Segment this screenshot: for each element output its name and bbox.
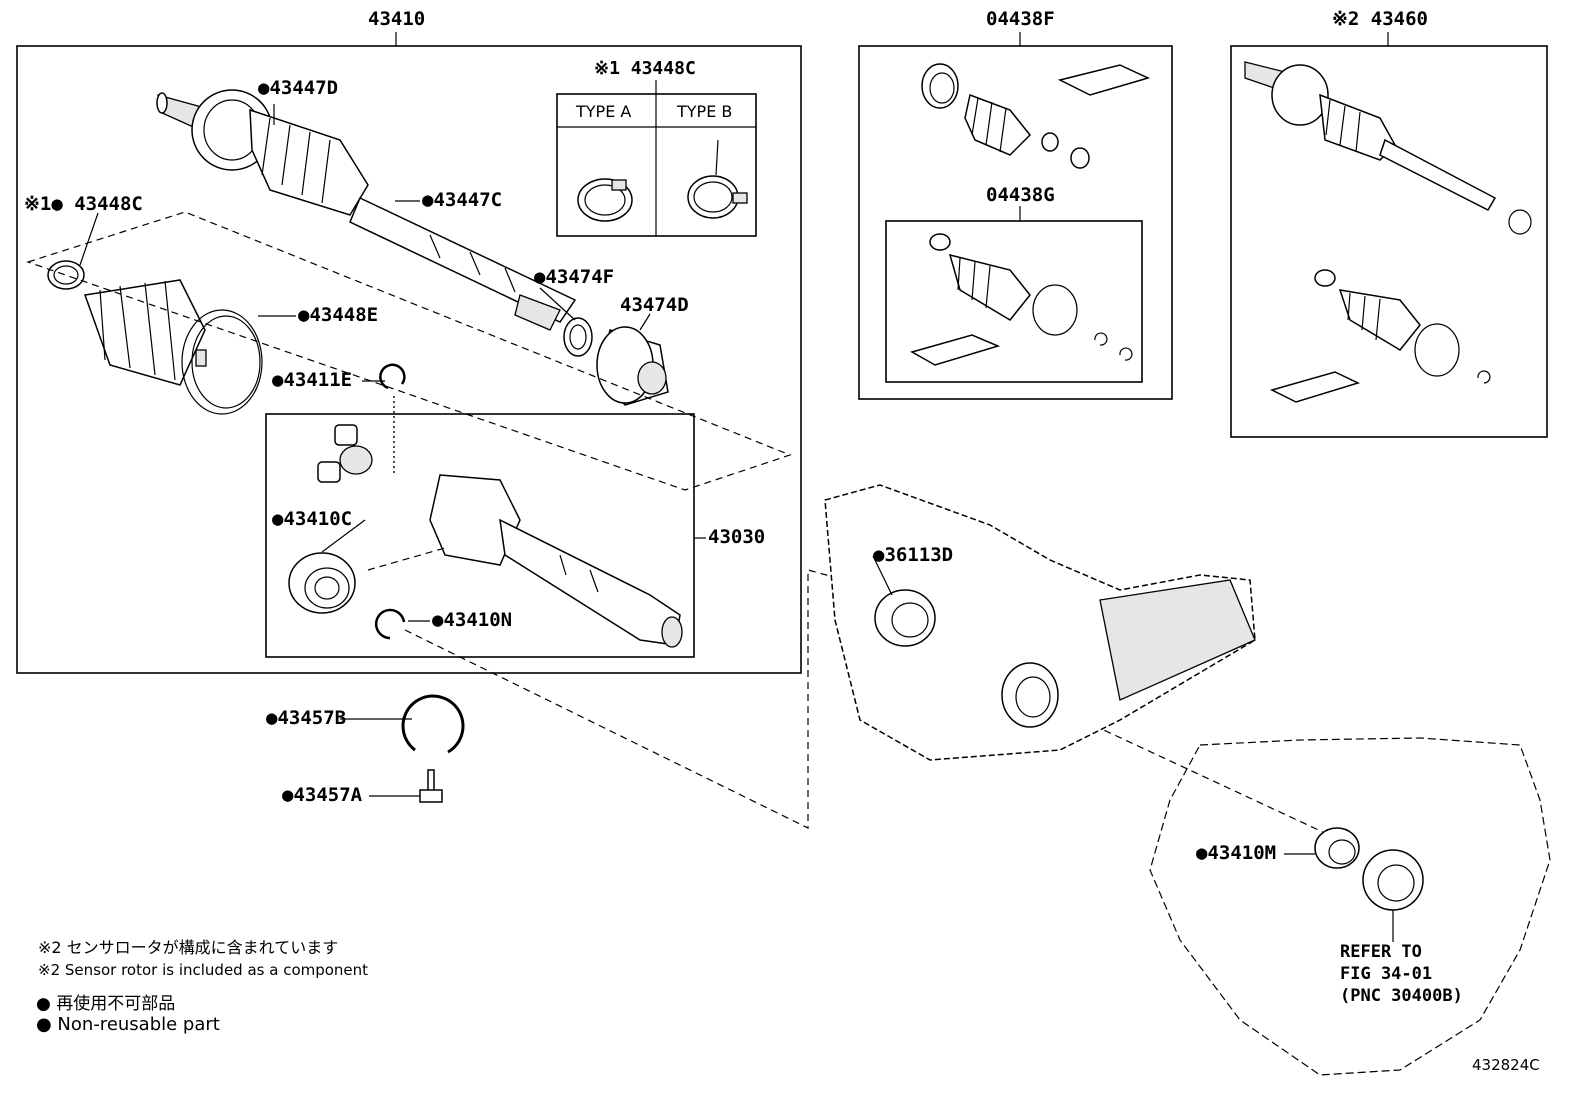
part-label-43448E[interactable]: ●43448E [298, 304, 379, 326]
note-jp: ※2 センサロータが構成に含まれています [38, 938, 339, 957]
drive-shaft-icon [156, 89, 577, 331]
figure-id: 432824C [1472, 1056, 1540, 1074]
group-label-43460: ※2 43460 [1332, 8, 1428, 30]
type-box-label: ※1 43448C [594, 58, 696, 79]
kit-04438F-icon [921, 63, 1151, 169]
part-43474D-icon [596, 326, 669, 406]
kit-43460-icon [1244, 61, 1532, 403]
legend-jp: ● 再使用不可部品 [36, 994, 176, 1014]
part-label-43411E[interactable]: ●43411E [272, 369, 353, 391]
clamp-type-a-icon [577, 178, 633, 222]
refer-line-2[interactable]: FIG 34-01 [1340, 964, 1433, 984]
transfer-case-icon [824, 484, 1256, 761]
part-label-43410C[interactable]: ●43410C [272, 508, 353, 530]
frame-04438F [858, 32, 1173, 400]
part-label-43474D[interactable]: 43474D [620, 294, 689, 316]
frame-43460 [1230, 32, 1548, 438]
group-label-04438F: 04438F [986, 8, 1055, 30]
note-en: ※2 Sensor rotor is included as a compone… [38, 961, 369, 979]
legend-en: ● Non-reusable part [36, 1014, 220, 1035]
group-label-43410: 43410 [368, 8, 426, 30]
part-label-43448C[interactable]: ※1● 43448C [24, 193, 143, 215]
clamp-type-b-icon [687, 139, 748, 219]
kit-04438G-icon [910, 233, 1133, 366]
part-label-43474F[interactable]: ●43474F [534, 266, 615, 288]
refer-line-3[interactable]: (PNC 30400B) [1340, 986, 1463, 1006]
seal-43410M-icon [1314, 827, 1360, 869]
group-label-43030: 43030 [708, 526, 766, 548]
part-label-43410M[interactable]: ●43410M [1196, 842, 1277, 864]
snap-ring-43411E-icon [379, 363, 406, 390]
bearing-43410C-icon [288, 552, 356, 614]
refer-line-1[interactable]: REFER TO [1340, 942, 1422, 962]
ring-43410N-icon [374, 608, 406, 640]
explode-outline [26, 211, 792, 491]
type-b-label: TYPE B [677, 102, 733, 121]
part-label-43457B[interactable]: ●43457B [266, 707, 347, 729]
tripod-icon [317, 424, 373, 483]
boot-43448E-icon [83, 279, 263, 415]
clamp-43448C-icon [47, 260, 85, 290]
transmission-icon [1149, 737, 1551, 1076]
group-label-04438G: 04438G [986, 184, 1055, 206]
frame-43410 [16, 32, 802, 674]
part-label-36113D[interactable]: ●36113D [873, 544, 954, 566]
part-label-43447C[interactable]: ●43447C [422, 189, 503, 211]
frame-43030 [265, 413, 706, 658]
frame-type-box [556, 80, 757, 237]
seal-30400B-icon [1362, 849, 1424, 911]
part-43474F-icon [563, 317, 593, 357]
part-label-43410N[interactable]: ●43410N [432, 609, 513, 631]
part-label-43447D[interactable]: ●43447D [258, 77, 339, 99]
part-label-43457A[interactable]: ●43457A [282, 784, 363, 806]
inboard-joint-icon [429, 474, 683, 648]
type-a-label: TYPE A [576, 102, 632, 121]
clip-43457B-icon [401, 694, 465, 754]
